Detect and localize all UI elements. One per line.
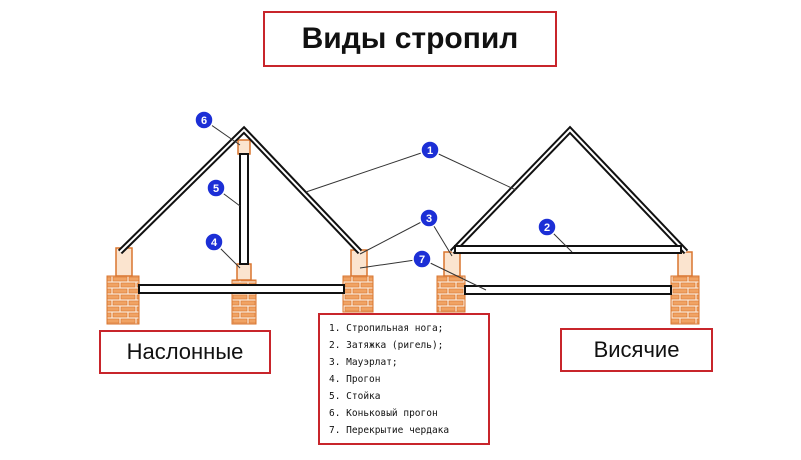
post (239, 153, 249, 265)
marker-4: 4 (204, 232, 224, 252)
legend-item-4: 4. Прогон (329, 374, 381, 385)
wall-left-c (342, 275, 374, 313)
mauerlat-right-b (677, 251, 693, 277)
rafter-left-slope-inner (119, 128, 361, 253)
tie-beam (454, 245, 682, 254)
marker-7: 7 (412, 249, 432, 269)
wall-left-a (106, 275, 140, 325)
marker-6-label: 6 (201, 115, 207, 127)
marker-3: 3 (419, 208, 439, 228)
marker-3-label: 3 (426, 213, 432, 225)
legend-item-5: 5. Стойка (329, 391, 381, 402)
page-title: Виды стропил (263, 11, 557, 67)
marker-5-label: 5 (213, 183, 219, 195)
wall-right-a (436, 275, 466, 313)
marker-4-label: 4 (211, 237, 218, 249)
marker-1: 1 (420, 140, 440, 160)
mauerlat-left-b (350, 249, 368, 277)
legend-item-1: 1. Стропильная нога; (329, 323, 444, 334)
type-label-hanging: Висячие (560, 328, 713, 372)
attic-floor-beam-left (138, 284, 345, 294)
wall-right-b (670, 275, 700, 325)
legend-item-2: 2. Затяжка (ригель); (329, 340, 444, 351)
marker-6: 6 (194, 110, 214, 130)
layered-rafters-diagram (106, 125, 374, 325)
legend-item-6: 6. Коньковый прогон (329, 408, 438, 419)
rafter-right-slope (449, 125, 689, 255)
legend-item-3: 3. Мауэрлат; (329, 357, 398, 368)
marker-7-label: 7 (419, 254, 425, 266)
hanging-rafters-diagram (436, 125, 700, 325)
attic-floor-beam-right (464, 285, 672, 295)
rafter-right-slope-inner (451, 128, 687, 253)
marker-1-label: 1 (427, 145, 433, 157)
legend-item-7: 7. Перекрытие чердака (329, 425, 450, 436)
marker-2: 2 (537, 217, 557, 237)
marker-5: 5 (206, 178, 226, 198)
ridge-purlin-block (237, 139, 251, 155)
type-label-layered: Наслонные (99, 330, 271, 374)
marker-2-label: 2 (544, 222, 550, 234)
legend-box: 1. Стропильная нога; 2. Затяжка (ригель)… (318, 313, 490, 445)
